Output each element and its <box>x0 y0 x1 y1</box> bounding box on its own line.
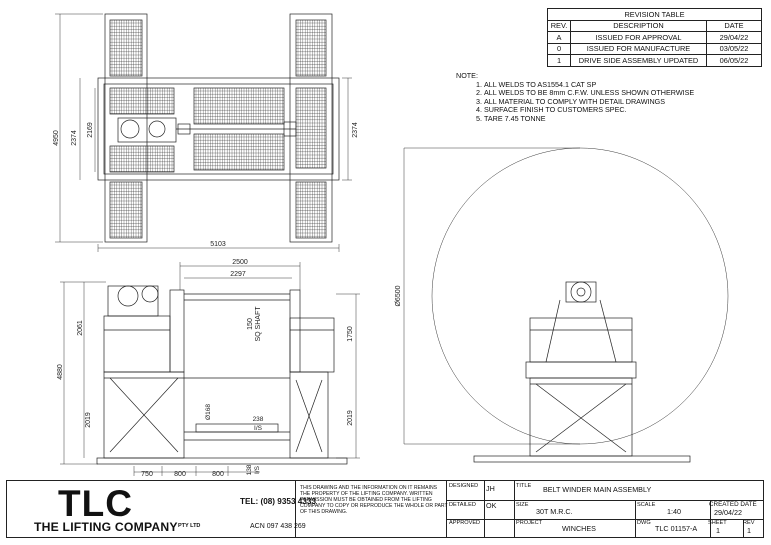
size-label: SIZE <box>516 502 529 508</box>
sheet-label: SHEET <box>708 520 727 526</box>
notes-heading: NOTE: <box>456 71 478 80</box>
revision-table: REVISION TABLE REV. DESCRIPTION DATE A I… <box>547 8 762 67</box>
dim-elev-800-b: 800 <box>212 471 224 478</box>
note-item: TARE 7.45 TONNE <box>484 114 694 124</box>
dim-elev-2019-right: 2019 <box>347 410 354 426</box>
rev-cell: A <box>547 31 571 44</box>
detailed-value: OK <box>486 501 497 510</box>
sheet-value: 1 <box>716 526 720 535</box>
dim-elev-750: 750 <box>141 471 153 478</box>
dwg-label: DWG <box>637 520 651 526</box>
dim-elev-138: 138 <box>246 464 253 475</box>
front-elevation <box>96 285 348 465</box>
dim-elev-4880: 4880 <box>57 364 64 380</box>
copyright-disclaimer: THIS DRAWING AND THE INFORMATION ON IT R… <box>300 485 448 515</box>
scale-value: 1:40 <box>667 507 681 516</box>
note-item: ALL WELDS TO AS1554.1 CAT SP <box>484 80 694 90</box>
rev-cell: 06/05/22 <box>706 54 762 67</box>
dim-elev-is-2: I/S <box>254 465 261 474</box>
rev-value: 1 <box>747 526 751 535</box>
scale-label: SCALE <box>637 502 656 508</box>
dim-plan-4950: 4950 <box>53 130 60 146</box>
created-value: 29/04/22 <box>714 508 742 517</box>
note-item: ALL MATERIAL TO COMPLY WITH DETAIL DRAWI… <box>484 97 694 107</box>
company-pty: PTY LTD <box>178 523 201 529</box>
dim-elev-sq-shaft: SQ SHAFT <box>255 306 262 342</box>
dim-elev-is-1: I/S <box>254 425 263 432</box>
company-name: THE LIFTING COMPANY <box>34 520 178 534</box>
size-value: 30T M.R.C. <box>536 507 573 516</box>
title-label: TITLE <box>516 483 532 489</box>
project-value: WINCHES <box>562 524 596 533</box>
designed-label: DESIGNED <box>449 483 479 489</box>
dim-plan-2374-left: 2374 <box>71 130 78 146</box>
revision-table-title: REVISION TABLE <box>547 8 762 21</box>
revision-row: 1 DRIVE SIDE ASSEMBLY UPDATED 06/05/22 <box>547 54 762 67</box>
created-label: CREATED DATE <box>709 501 757 508</box>
dim-plan-2169: 2169 <box>87 122 94 138</box>
rev-label: REV <box>743 520 755 526</box>
rev-col-description: DESCRIPTION <box>570 19 707 32</box>
dim-elev-238: 238 <box>253 416 264 423</box>
company-acn: ACN 097 438 269 <box>250 523 306 530</box>
revision-row: A ISSUED FOR APPROVAL 29/04/22 <box>547 31 762 44</box>
note-item: ALL WELDS TO BE 8mm C.F.W. UNLESS SHOWN … <box>484 89 694 98</box>
revision-row: 0 ISSUED FOR MANUFACTURE 03/05/22 <box>547 42 762 55</box>
company-phone: TEL: (08) 9353 4333 <box>240 497 317 506</box>
project-label: PROJECT <box>516 520 543 526</box>
dim-elev-150: 150 <box>247 318 254 330</box>
title-block <box>6 480 764 538</box>
company-logo: TLC <box>58 483 133 524</box>
dim-elev-2019-left: 2019 <box>85 412 92 428</box>
dim-plan-5103: 5103 <box>210 241 226 248</box>
rev-col-date: DATE <box>706 19 762 32</box>
note-item: SURFACE FINISH TO CUSTOMERS SPEC. <box>484 106 694 115</box>
dwg-value: TLC 01157-A <box>655 524 698 533</box>
rev-cell: 0 <box>547 42 571 55</box>
dim-elev-1750: 1750 <box>347 326 354 342</box>
detailed-label: DETAILED <box>449 502 476 508</box>
dim-elev-2061: 2061 <box>77 320 84 336</box>
dim-side-6500: Ø6500 <box>395 285 402 306</box>
rev-col-rev: REV. <box>547 19 571 32</box>
dim-elev-2297: 2297 <box>230 271 246 278</box>
dim-elev-dia-168: Ø168 <box>205 404 212 420</box>
rev-cell: ISSUED FOR MANUFACTURE <box>570 42 707 55</box>
side-elevation <box>403 147 729 463</box>
approved-label: APPROVED <box>449 520 481 526</box>
dim-plan-2374-right: 2374 <box>352 122 359 138</box>
rev-cell: 1 <box>547 54 571 67</box>
designed-value: JH <box>486 484 495 493</box>
drawing-title: BELT WINDER MAIN ASSEMBLY <box>543 485 652 494</box>
dim-elev-2500: 2500 <box>232 259 248 266</box>
rev-cell: 03/05/22 <box>706 42 762 55</box>
rev-cell: ISSUED FOR APPROVAL <box>570 31 707 44</box>
plan-view <box>97 13 340 243</box>
dim-elev-800-a: 800 <box>174 471 186 478</box>
rev-cell: 29/04/22 <box>706 31 762 44</box>
rev-cell: DRIVE SIDE ASSEMBLY UPDATED <box>570 54 707 67</box>
drawing-notes: NOTE: ALL WELDS TO AS1554.1 CAT SP ALL W… <box>456 71 694 124</box>
